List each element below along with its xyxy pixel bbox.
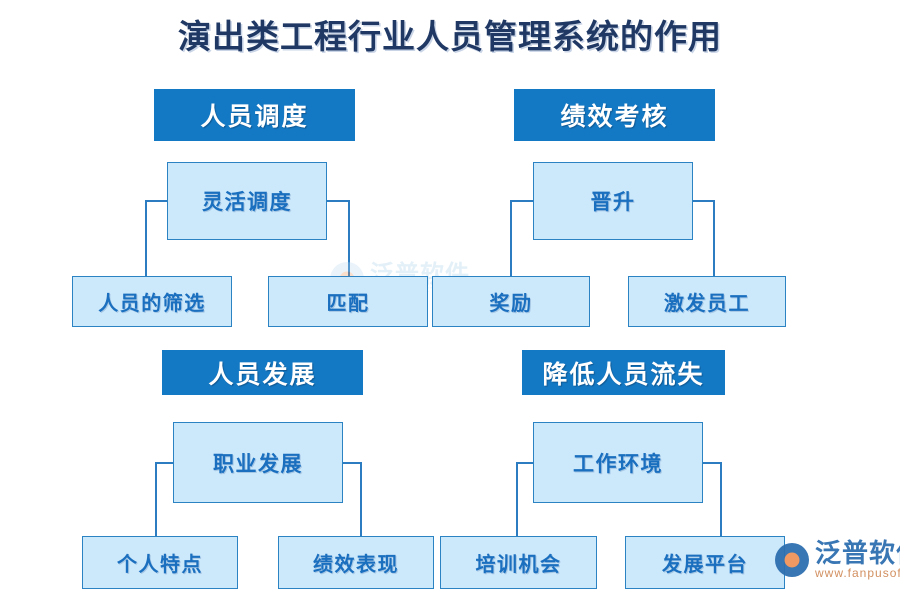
leaf-box-reward[interactable]: 奖励 [432, 276, 590, 327]
leaf-box-training-opportunities[interactable]: 培训机会 [440, 536, 597, 589]
corner-watermark-cn: 泛普软件 [815, 538, 900, 568]
connector-left-h-s1 [145, 200, 168, 202]
corner-watermark-url: www.fanpusoft.com [815, 566, 900, 581]
leaf-box-staff-screening[interactable]: 人员的筛选 [72, 276, 232, 327]
connector-right-v-s1 [348, 200, 350, 276]
connector-right-v-s4 [720, 462, 722, 537]
leaf-box-matching[interactable]: 匹配 [268, 276, 428, 327]
connector-left-v-s2 [510, 200, 512, 276]
leaf-box-personal-traits[interactable]: 个人特点 [82, 536, 238, 589]
leaf-box-development-platform[interactable]: 发展平台 [625, 536, 785, 589]
sub-box-staff-scheduling[interactable]: 灵活调度 [167, 162, 327, 240]
header-box-staff-scheduling[interactable]: 人员调度 [154, 89, 355, 141]
page-title: 演出类工程行业人员管理系统的作用 [178, 20, 722, 56]
connector-left-v-s1 [145, 200, 147, 276]
connector-right-h-s1 [326, 200, 349, 202]
leaf-box-performance[interactable]: 绩效表现 [278, 536, 434, 589]
sub-box-promotion[interactable]: 晋升 [533, 162, 693, 240]
connector-left-h-s2 [510, 200, 534, 202]
leaf-box-motivate-employees[interactable]: 激发员工 [628, 276, 786, 327]
header-box-staff-development[interactable]: 人员发展 [162, 350, 363, 395]
header-box-performance-review[interactable]: 绩效考核 [514, 89, 715, 141]
connector-left-h-s3 [155, 462, 174, 464]
connector-right-h-s4 [702, 462, 722, 464]
sub-box-career-development[interactable]: 职业发展 [173, 422, 343, 503]
connector-right-v-s2 [713, 200, 715, 276]
header-box-reduce-turnover[interactable]: 降低人员流失 [522, 350, 725, 395]
connector-left-h-s4 [516, 462, 534, 464]
connector-right-v-s3 [360, 462, 362, 537]
connector-left-v-s4 [516, 462, 518, 537]
sub-box-work-environment[interactable]: 工作环境 [533, 422, 703, 503]
connector-right-h-s3 [342, 462, 362, 464]
connector-right-h-s2 [692, 200, 714, 202]
corner-watermark: 泛普软件 www.fanpusoft.com [775, 538, 900, 581]
connector-left-v-s3 [155, 462, 157, 537]
